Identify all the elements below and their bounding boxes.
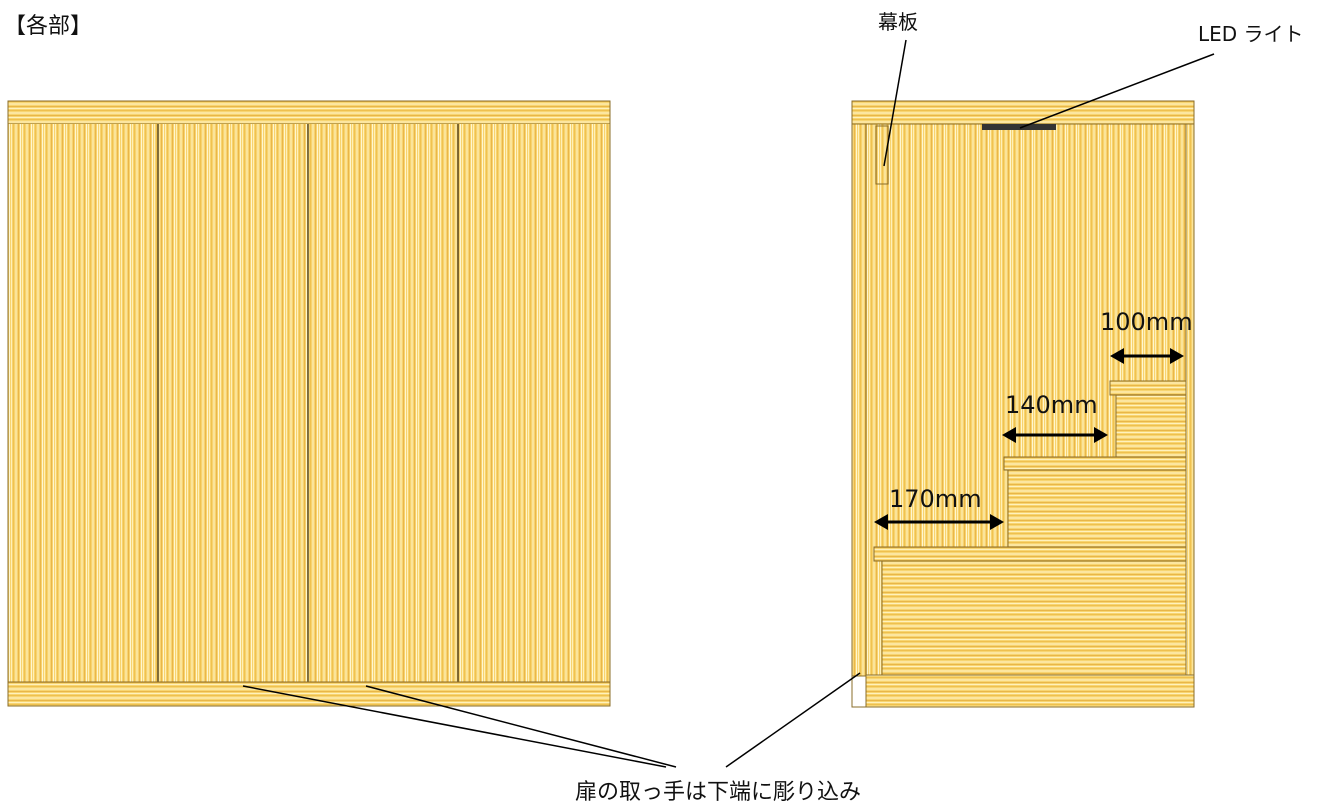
- leader-line-handle-3: [725, 672, 861, 768]
- interior-view-cabinet: [851, 100, 1195, 708]
- step-bottom-shelf: [873, 546, 1187, 562]
- interior-bottom-board: [865, 674, 1195, 708]
- step-bottom-front: [881, 560, 1187, 676]
- door-panel-2: [158, 124, 308, 682]
- leader-line-led: [1019, 53, 1215, 129]
- leader-line-handle-2: [365, 685, 677, 768]
- dimension-arrow-100mm: [1110, 348, 1184, 364]
- dimension-label-100mm: 100mm: [1100, 308, 1193, 336]
- led-light-label: LED ライト: [1198, 22, 1304, 46]
- dimension-label-170mm: 170mm: [889, 485, 982, 513]
- front-top-board: [7, 100, 611, 125]
- dimension-label-140mm: 140mm: [1005, 391, 1098, 419]
- step-middle-shelf: [1003, 456, 1187, 471]
- section-heading: 【各部】: [4, 14, 93, 39]
- step-middle-front: [1007, 469, 1187, 548]
- valance-label: 幕板: [878, 10, 918, 34]
- door-panel-3: [308, 124, 458, 682]
- right-side-panel: [1185, 123, 1195, 677]
- front-bottom-board: [7, 681, 611, 707]
- front-view-cabinet: [7, 100, 611, 707]
- interior-top-board: [851, 100, 1195, 125]
- door-handle-note: 扉の取っ手は下端に彫り込み: [575, 780, 862, 805]
- leader-line-handle-1: [242, 685, 667, 768]
- door-panel-4: [458, 124, 610, 682]
- dimension-arrow-140mm: [1002, 427, 1108, 443]
- door-panel-1: [8, 124, 158, 682]
- step-top-shelf: [1109, 380, 1187, 396]
- valance-board: [875, 125, 889, 185]
- step-top-front: [1115, 394, 1187, 458]
- left-side-panel: [851, 123, 867, 677]
- led-light-strip: [982, 124, 1056, 130]
- leader-line-valance: [883, 39, 907, 167]
- dimension-arrow-170mm: [874, 514, 1004, 530]
